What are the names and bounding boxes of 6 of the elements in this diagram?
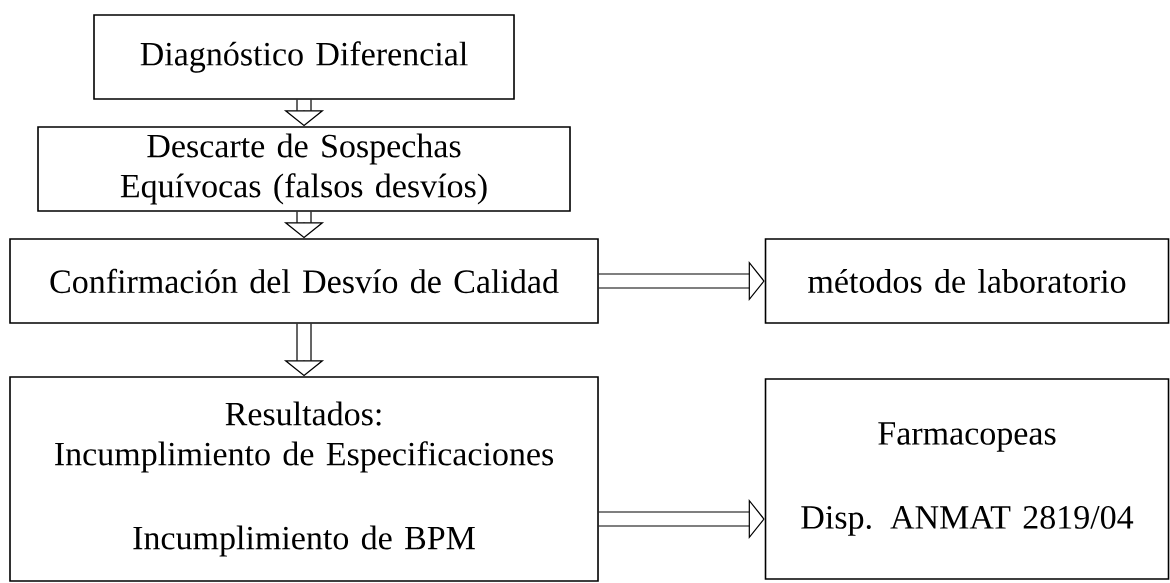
process-box: métodos de laboratorio: [764, 238, 1170, 324]
process-box: Resultados: Incumplimiento de Especificaciones Incumplimiento de BPM: [9, 376, 599, 582]
process-box: Diagnóstico Diferencial: [93, 14, 515, 100]
process-box: Descarte de Sospechas Equívocas (falsos desvíos): [37, 126, 571, 212]
process-box: Farmacopeas Disp. ANMAT 2819/04: [764, 378, 1170, 580]
process-box: Confirmación del Desvío de Calidad: [9, 238, 599, 324]
